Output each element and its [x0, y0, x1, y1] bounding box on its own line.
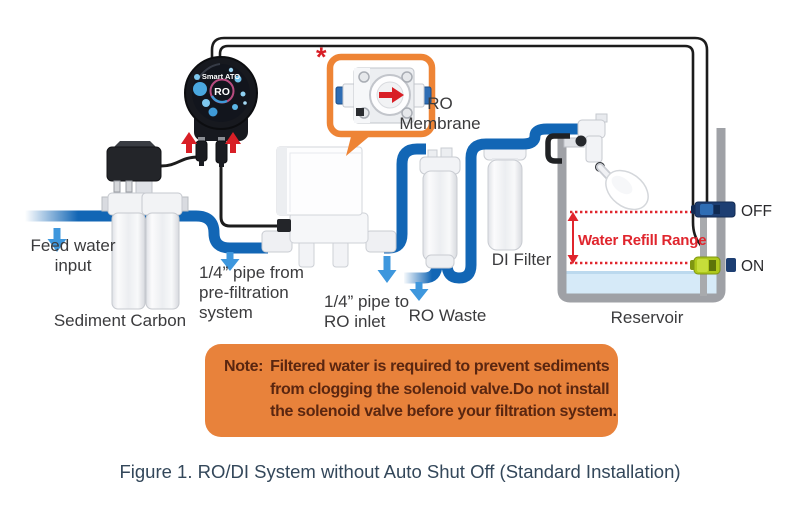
- on-level-sensor: [690, 256, 736, 275]
- ro-membrane-canister: [419, 147, 461, 269]
- note-line: the solenoid valve before your filtratio…: [270, 403, 617, 421]
- flow-direction-arrow-icon: [392, 87, 404, 103]
- reservoir-water: [566, 271, 717, 294]
- reservoir-label: Reservoir: [610, 308, 684, 327]
- solenoid-closeup-graphic: [335, 67, 432, 124]
- callout-asterisk-marker: *: [316, 42, 327, 72]
- range-arrow-up-icon: [567, 212, 579, 221]
- sensor-off-label: OFF: [741, 203, 772, 220]
- ro-inlet-pipe-label: 1/4” pipe to RO inlet: [324, 292, 410, 332]
- float-valve-assembly: [545, 113, 649, 211]
- sensor-on-label: ON: [741, 258, 765, 275]
- plug-up-arrow-icon: [181, 132, 197, 153]
- water-refill-range-markers: [567, 210, 694, 265]
- water-refill-range-label: Water Refill Range: [578, 232, 707, 249]
- installation-note: Note: Filtered water is required to prev…: [205, 344, 618, 437]
- power-adapter: [106, 141, 200, 193]
- smart-ato-brand-label: Smart ATO: [202, 72, 240, 81]
- reservoir-tank: [557, 128, 726, 303]
- plug-up-arrow-icon: [225, 132, 241, 153]
- solenoid-cable: [219, 166, 279, 228]
- sediment-carbon-filters: [101, 180, 189, 310]
- smart-ato-controller: Smart ATO RO: [181, 56, 279, 228]
- note-line: Filtered water is required to prevent se…: [270, 358, 610, 375]
- ro-waste-arrow-icon: [409, 282, 429, 301]
- di-filter-label: DI Filter: [491, 250, 552, 269]
- range-arrow-down-icon: [567, 255, 579, 264]
- solenoid-valve: [261, 146, 397, 268]
- cable-connector: [277, 219, 291, 232]
- off-level-sensor: [691, 201, 736, 218]
- bubble-graphics: [193, 67, 247, 117]
- di-filter-canister: [483, 140, 527, 251]
- figure-caption: Figure 1. RO/DI System without Auto Shut…: [119, 461, 681, 482]
- mounting-clamp: [545, 133, 570, 164]
- ro-membrane-label: RO Membrane: [399, 94, 481, 134]
- note-text: Filtered water is required to prevent se…: [270, 356, 617, 424]
- sediment-carbon-label: Sediment Carbon: [53, 311, 187, 330]
- feed-water-label: Feed water input: [30, 236, 116, 276]
- ro-inlet-arrow-icon: [377, 256, 397, 283]
- note-line: from clogging the solenoid valve.Do not …: [270, 380, 610, 398]
- note-prefix: Note:: [224, 358, 264, 375]
- prefilter-pipe-label: 1/4” pipe from pre-filtration system: [199, 263, 304, 323]
- ro-waste-label: RO Waste: [408, 306, 487, 325]
- sensor-rail: [700, 216, 707, 296]
- prefilter-pipe-arrow-icon: [220, 252, 240, 271]
- solenoid-callout: [326, 53, 436, 156]
- flow-arrows: [47, 228, 429, 301]
- smart-ato-screen-label: RO: [214, 86, 230, 98]
- feed-water-arrow-icon: [47, 228, 67, 252]
